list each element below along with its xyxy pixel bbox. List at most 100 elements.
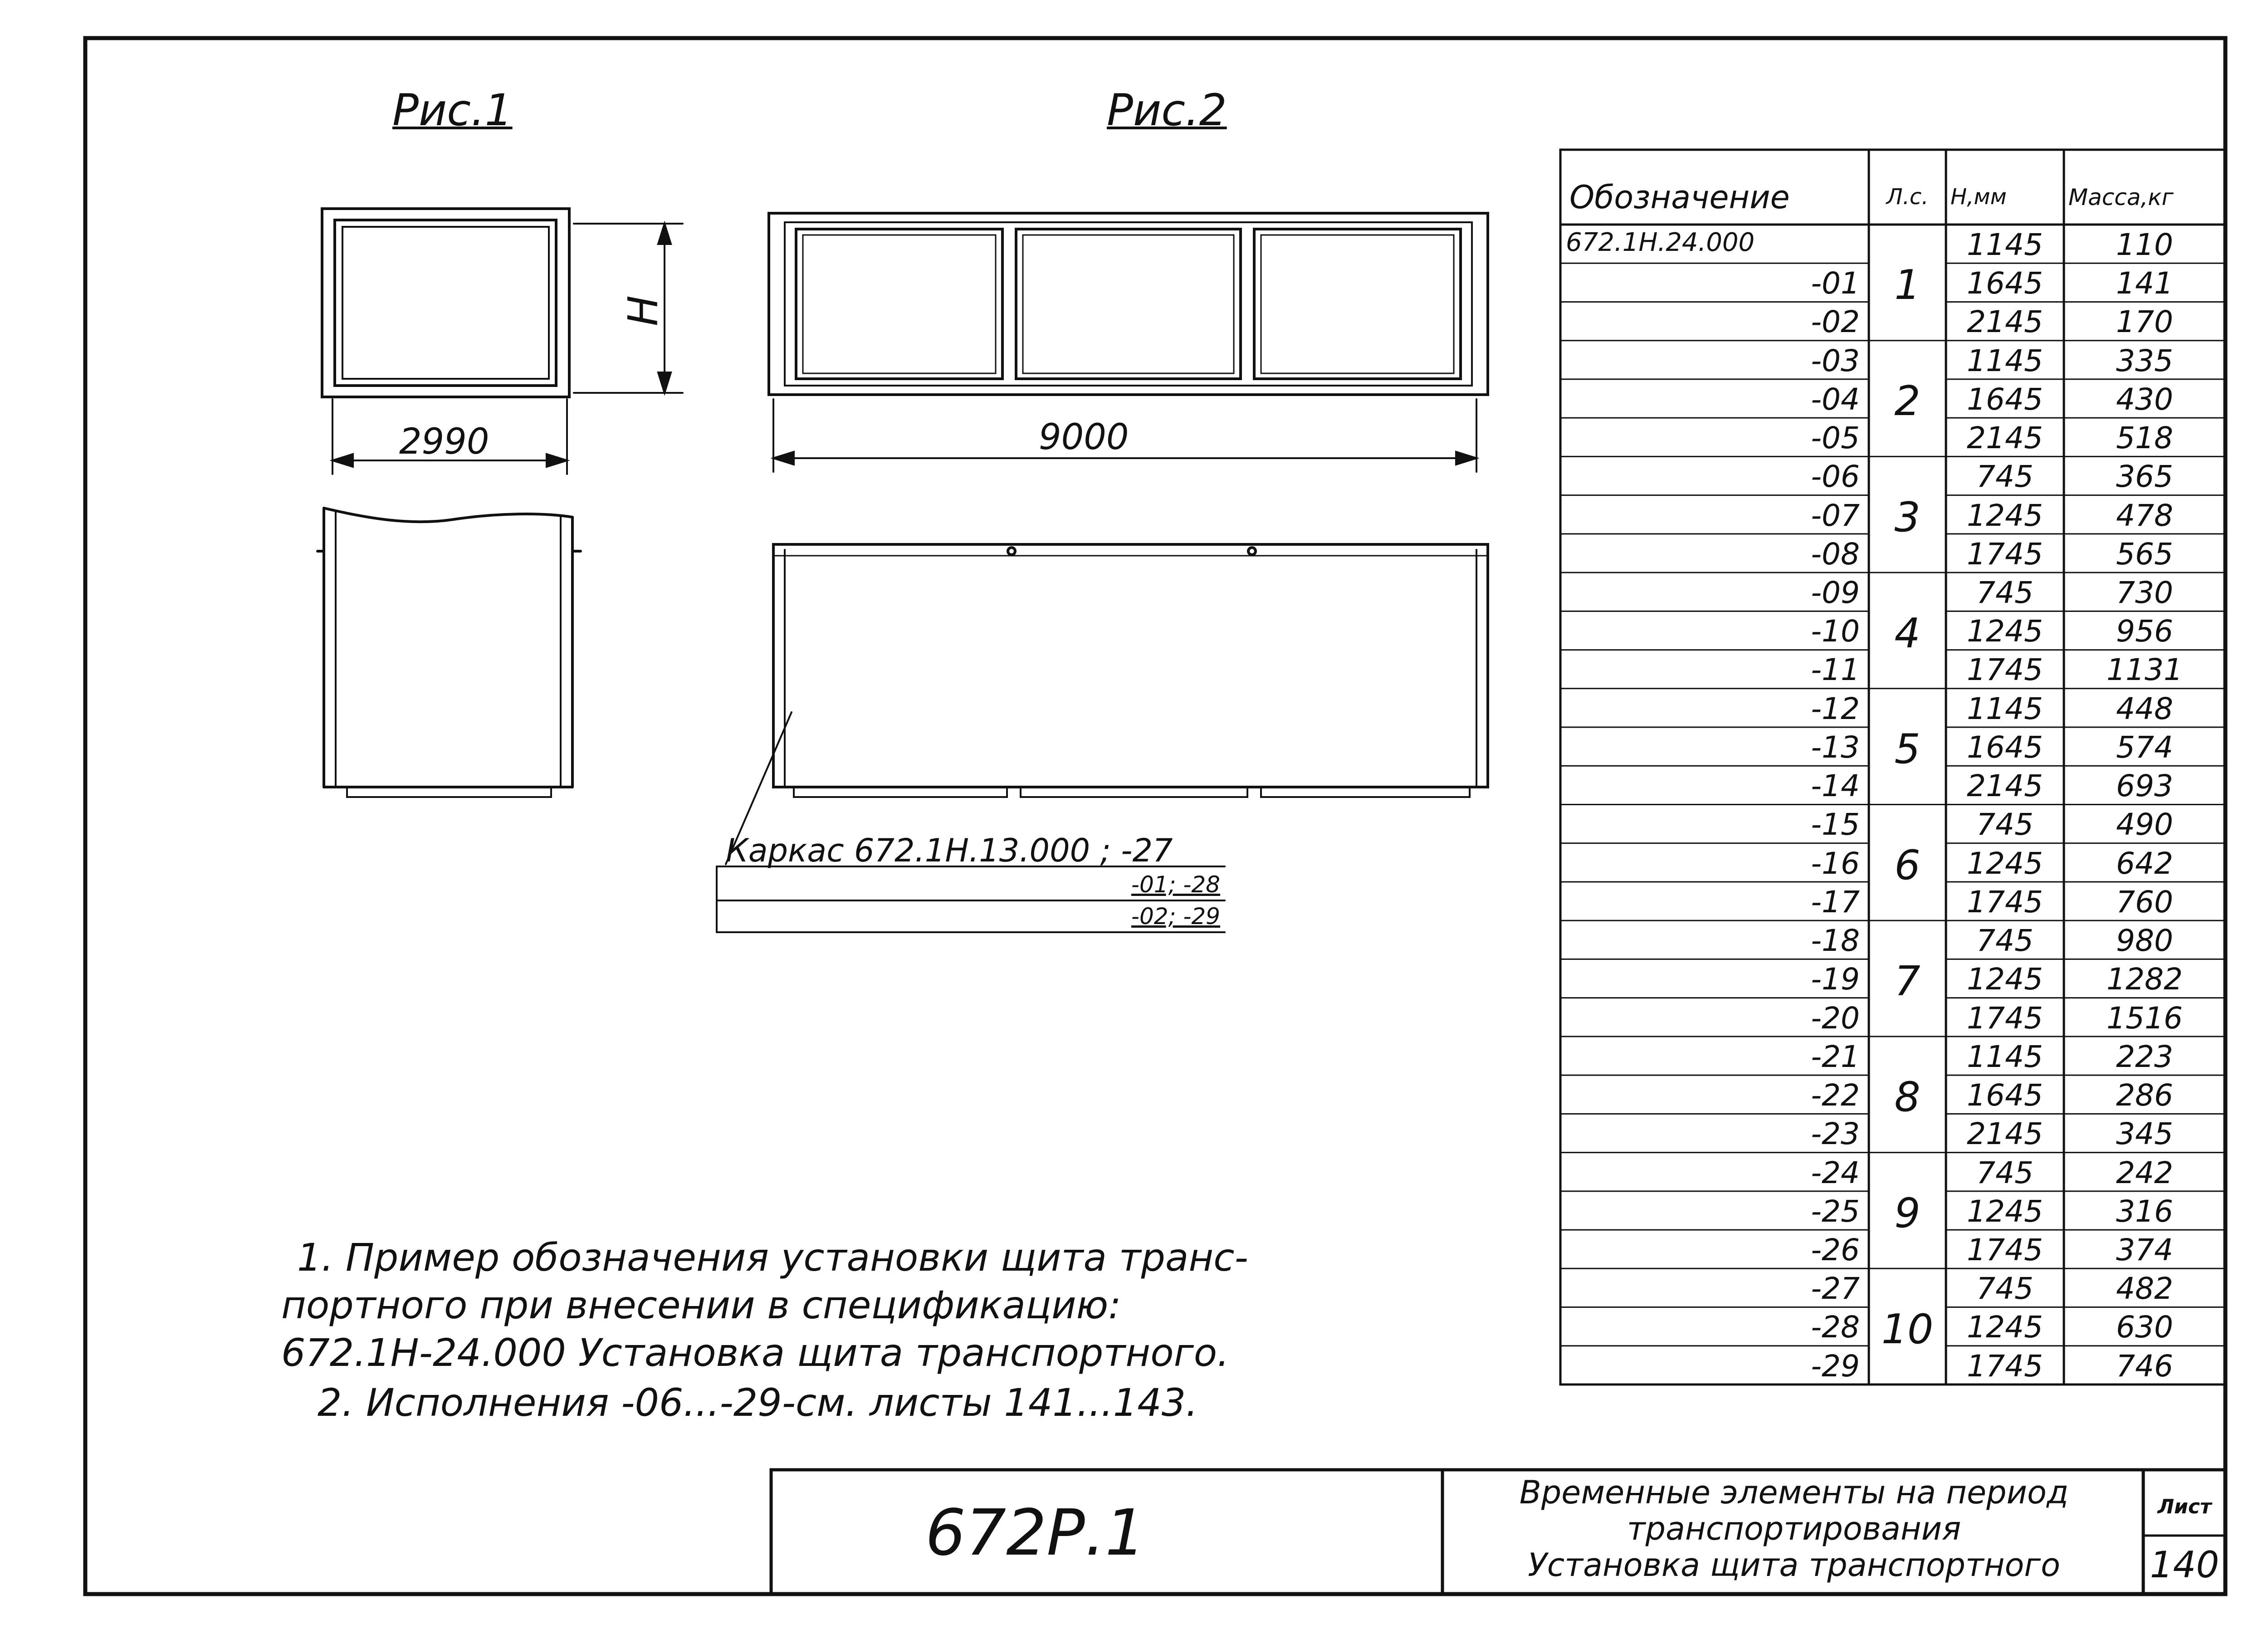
row-height: 1245 [1967, 498, 2043, 533]
frame-callout-line2: -01; -28 [1131, 871, 1220, 898]
row-designation: -14 [1811, 768, 1860, 803]
row-height: 1145 [1967, 1039, 2043, 1074]
row-mass: 316 [2116, 1194, 2173, 1229]
row-height: 1645 [1967, 1078, 2043, 1113]
fig1-side-view [316, 507, 582, 798]
row-height: 1745 [1967, 1349, 2043, 1384]
row-mass: 345 [2116, 1116, 2173, 1151]
row-sheet: 5 [1894, 725, 1921, 773]
spec-table-grid [1559, 148, 2227, 1386]
row-height: 745 [1976, 459, 2033, 494]
row-designation: -22 [1811, 1078, 1860, 1113]
row-sheet: 9 [1894, 1189, 1921, 1237]
table-header-designation: Обозначение [1569, 179, 1790, 216]
row-height: 1245 [1967, 846, 2043, 881]
row-designation: -07 [1811, 498, 1860, 533]
row-mass: 430 [2116, 382, 2173, 417]
row-designation: -20 [1811, 1001, 1860, 1036]
frame-callout-line3: -02; -29 [1131, 903, 1220, 930]
row-height: 1245 [1967, 1194, 2043, 1229]
row-sheet: 3 [1894, 494, 1921, 541]
row-mass: 478 [2116, 498, 2173, 533]
row-designation: -01 [1811, 266, 1860, 301]
note-line-4: 2. Исполнения -06...-29-см. листы 141...… [318, 1380, 1198, 1425]
row-mass: 956 [2116, 614, 2173, 649]
row-mass: 490 [2116, 807, 2173, 842]
row-height: 1645 [1967, 730, 2043, 765]
row-mass: 223 [2116, 1039, 2173, 1074]
row-mass: 242 [2116, 1155, 2173, 1190]
row-mass: 746 [2116, 1349, 2173, 1384]
row-mass: 365 [2116, 459, 2173, 494]
title-line-2: транспортирования [1627, 1510, 1961, 1547]
row-designation: -24 [1811, 1155, 1860, 1190]
row-height: 1145 [1967, 691, 2043, 726]
row-sheet: 4 [1894, 610, 1921, 657]
row-height: 2145 [1967, 304, 2043, 339]
row-mass: 760 [2116, 885, 2173, 920]
note-line-3: 672.1Н-24.000 Установка щита транспортно… [281, 1331, 1229, 1375]
fig1-plan-view [321, 207, 571, 398]
row-designation: -19 [1811, 962, 1860, 997]
row-designation: -29 [1811, 1349, 1860, 1384]
row-designation: -15 [1811, 807, 1860, 842]
row-designation: -11 [1811, 652, 1860, 687]
row-mass: 574 [2116, 730, 2173, 765]
row-mass: 1131 [2107, 652, 2183, 687]
note-line-1: 1. Пример обозначения установки щита тра… [297, 1235, 1248, 1280]
row-height: 1245 [1967, 614, 2043, 649]
row-height: 1745 [1967, 885, 2043, 920]
row-mass: 730 [2116, 575, 2173, 610]
row-mass: 286 [2116, 1078, 2173, 1113]
fig1-height-label: H [619, 295, 667, 326]
row-sheet: 8 [1894, 1073, 1921, 1121]
row-height: 1645 [1967, 382, 2043, 417]
row-designation: -10 [1811, 614, 1860, 649]
row-designation: -12 [1811, 691, 1860, 726]
row-height: 1745 [1967, 652, 2043, 687]
row-designation: -26 [1811, 1233, 1860, 1267]
fig1-caption: Рис.1 [392, 85, 513, 136]
fig2-elevation-view [772, 543, 1489, 798]
row-height: 745 [1976, 807, 2033, 842]
row-mass: 482 [2116, 1271, 2173, 1306]
title-line-1: Временные элементы на период [1519, 1474, 2069, 1511]
row-height: 1645 [1967, 266, 2043, 301]
row-height: 745 [1976, 1155, 2033, 1190]
row-mass: 565 [2116, 537, 2173, 572]
title-block-grid [769, 1468, 2227, 1596]
row-mass: 374 [2116, 1233, 2173, 1267]
row-height: 1245 [1967, 962, 2043, 997]
row-height: 745 [1976, 575, 2033, 610]
row-mass: 110 [2116, 227, 2173, 262]
row-designation: -16 [1811, 846, 1860, 881]
row-mass: 141 [2116, 266, 2173, 301]
fig1-width-value: 2990 [399, 421, 489, 462]
row-height: 1145 [1967, 227, 2043, 262]
row-sheet: 1 [1894, 261, 1921, 309]
row-designation: -27 [1811, 1271, 1860, 1306]
row-designation: -03 [1811, 343, 1860, 378]
row-sheet: 6 [1894, 841, 1921, 889]
row-height: 1245 [1967, 1310, 2043, 1345]
row-height: 745 [1976, 1271, 2033, 1306]
row-height: 1745 [1967, 537, 2043, 572]
row-designation: -28 [1811, 1310, 1860, 1345]
row-mass: 980 [2116, 923, 2173, 958]
row-designation: -09 [1811, 575, 1860, 610]
fig1-width-dimension [329, 398, 570, 475]
row-mass: 630 [2116, 1310, 2173, 1345]
row-height: 1145 [1967, 343, 2043, 378]
row-mass: 518 [2116, 421, 2173, 455]
row-designation: -21 [1811, 1039, 1860, 1074]
row-height: 2145 [1967, 421, 2043, 455]
row-designation: -05 [1811, 421, 1860, 455]
title-line-3: Установка щита транспортного [1528, 1546, 2060, 1584]
row-mass: 1516 [2107, 1001, 2183, 1036]
row-designation: -18 [1811, 923, 1860, 958]
row-designation: -25 [1811, 1194, 1860, 1229]
fig2-plan-view [767, 212, 1489, 396]
row-sheet: 10 [1881, 1306, 1934, 1353]
row-mass: 1282 [2107, 962, 2183, 997]
row-designation: 672.1Н.24.000 [1566, 228, 1755, 257]
